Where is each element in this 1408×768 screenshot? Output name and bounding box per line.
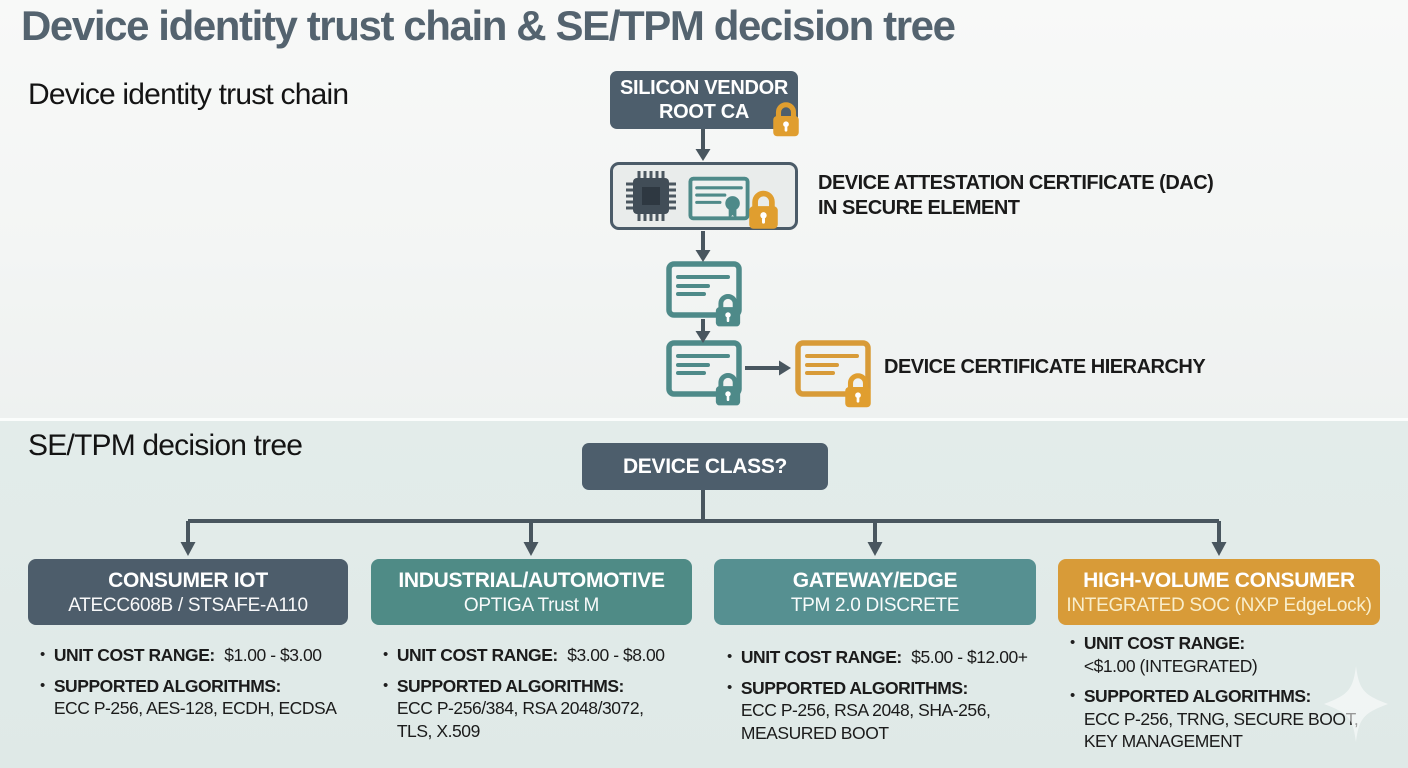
lock-icon — [749, 190, 778, 229]
trust-chain-label: Device identity trust chain — [28, 78, 349, 111]
root-ca-line1: SILICON VENDOR — [619, 77, 789, 99]
root-ca-line2: ROOT CA — [658, 101, 750, 123]
branch-consumer-iot: CONSUMER IOT ATECC608B / STSAFE-A110 — [28, 559, 348, 625]
branch-industrial-automotive: INDUSTRIAL/AUTOMOTIVE OPTIGA Trust M — [371, 559, 692, 625]
bullet-dot: • — [383, 646, 388, 663]
sparkle-icon — [1324, 666, 1388, 742]
unit-cost-item: • UNIT COST RANGE: $1.00 - $3.00 — [40, 645, 322, 665]
device-class-node: DEVICE CLASS? — [582, 443, 828, 490]
branch-title: HIGH-VOLUME CONSUMER — [1083, 568, 1355, 592]
dac-caption: DEVICE ATTESTATION CERTIFICATE (DAC) IN … — [818, 171, 1214, 221]
root-ca-node: SILICON VENDOR ROOT CA — [610, 71, 798, 129]
lock-icon — [845, 373, 871, 408]
page-title: Device identity trust chain & SE/TPM dec… — [21, 2, 956, 49]
hierarchy-cert-icon — [795, 340, 871, 397]
algorithms-item: • SUPPORTED ALGORITHMS: ECC P-256, TRNG,… — [1070, 686, 1359, 751]
branch-subtitle: TPM 2.0 DISCRETE — [790, 594, 960, 616]
unit-cost-item: • UNIT COST RANGE: $5.00 - $12.00+ — [727, 647, 1028, 667]
branch-gateway-edge: GATEWAY/EDGE TPM 2.0 DISCRETE — [714, 559, 1036, 625]
bullet-dot: • — [1070, 687, 1075, 704]
bullet-dot: • — [727, 648, 732, 665]
bullet-dot: • — [727, 678, 732, 696]
branch-subtitle: INTEGRATED SOC (NXP EdgeLock) — [1066, 594, 1372, 616]
algorithms-item: • SUPPORTED ALGORITHMS: ECC P-256, RSA 2… — [727, 677, 991, 743]
details-consumer-iot: • UNIT COST RANGE: $1.00 - $3.00 • SUPPO… — [40, 644, 348, 728]
certificate-icon — [688, 176, 750, 221]
unit-cost-item: • UNIT COST RANGE: $3.00 - $8.00 — [383, 645, 665, 665]
dac-caption-line1: DEVICE ATTESTATION CERTIFICATE (DAC) — [818, 172, 1214, 194]
branch-title: INDUSTRIAL/AUTOMOTIVE — [398, 568, 665, 592]
unit-cost-item: • UNIT COST RANGE: <$1.00 (INTEGRATED) — [1070, 633, 1258, 676]
details-gateway-edge: • UNIT COST RANGE: $5.00 - $12.00+ • SUP… — [727, 646, 1041, 752]
bullet-dot: • — [40, 646, 45, 663]
device-cert-icon — [666, 340, 742, 397]
hierarchy-caption: DEVICE CERTIFICATE HIERARCHY — [884, 356, 1206, 378]
lock-icon — [773, 102, 799, 137]
details-high-volume-consumer: • UNIT COST RANGE: <$1.00 (INTEGRATED) •… — [1070, 632, 1375, 761]
lock-icon — [715, 294, 741, 327]
bullet-dot: • — [40, 676, 45, 694]
branch-title: GATEWAY/EDGE — [792, 568, 958, 592]
dac-caption-line2: IN SECURE ELEMENT — [818, 197, 1020, 219]
intermediate-cert-icon — [666, 261, 742, 318]
bullet-dot: • — [1070, 634, 1075, 651]
branch-high-volume-consumer: HIGH-VOLUME CONSUMER INTEGRATED SOC (NXP… — [1058, 559, 1380, 625]
branch-title: CONSUMER IOT — [108, 568, 268, 592]
details-industrial-automotive: • UNIT COST RANGE: $3.00 - $8.00 • SUPPO… — [383, 644, 691, 750]
algorithms-item: • SUPPORTED ALGORITHMS: ECC P-256, AES-1… — [40, 675, 337, 719]
chip-icon — [626, 171, 676, 221]
algorithms-item: • SUPPORTED ALGORITHMS: ECC P-256/384, R… — [383, 675, 644, 741]
decision-tree-label: SE/TPM decision tree — [28, 429, 303, 462]
lock-icon — [715, 373, 741, 406]
device-class-question: DEVICE CLASS? — [622, 454, 788, 478]
branch-subtitle: OPTIGA Trust M — [463, 594, 600, 616]
branch-subtitle: ATECC608B / STSAFE-A110 — [68, 594, 308, 616]
bullet-dot: • — [383, 676, 388, 694]
